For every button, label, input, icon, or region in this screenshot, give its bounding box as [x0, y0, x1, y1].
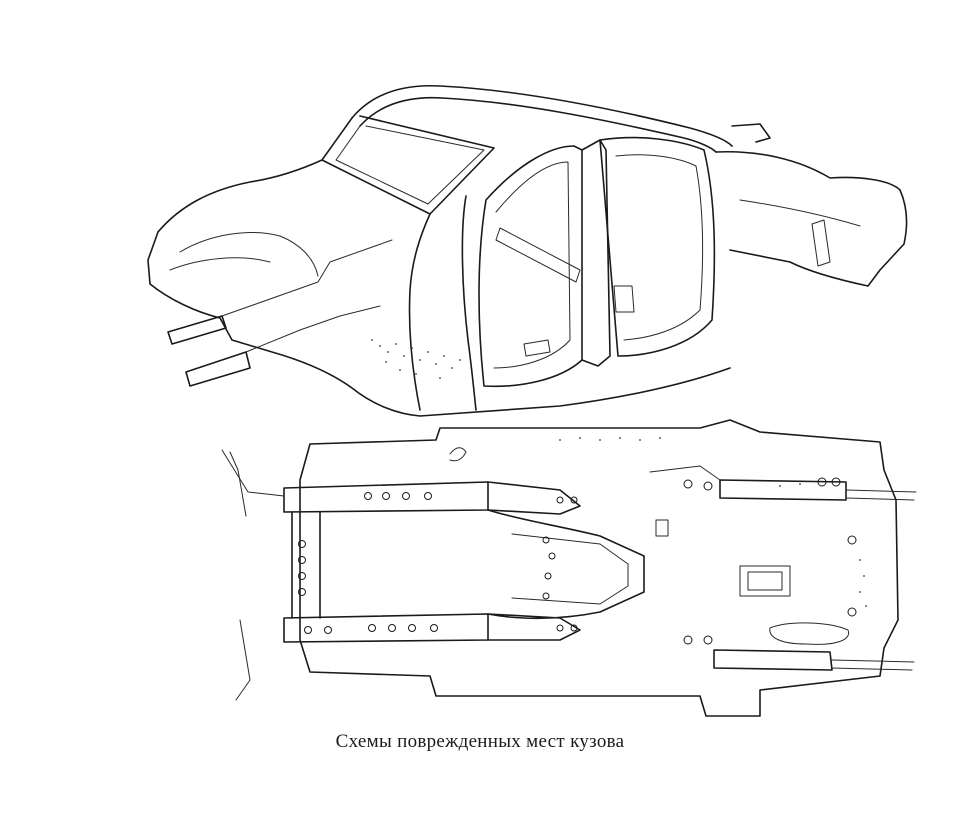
- car-body-shell-drawing: [147, 84, 908, 417]
- rear-floor-stipple: [559, 437, 867, 607]
- figure-caption: Схемы поврежденных мест кузова: [335, 731, 625, 752]
- sill-stipple: [371, 339, 461, 379]
- underbody-floor-drawing: [221, 419, 917, 717]
